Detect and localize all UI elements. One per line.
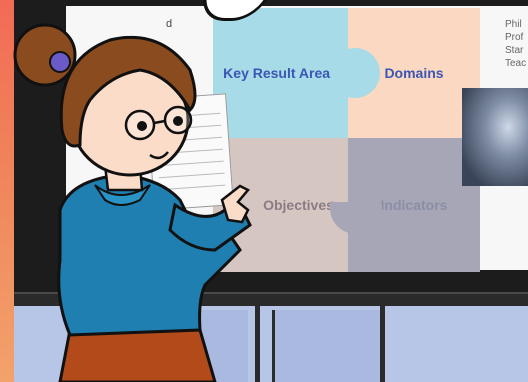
puzzle-knob	[330, 48, 380, 98]
blurred-photo	[462, 88, 528, 186]
glasses-bridge	[153, 119, 166, 125]
collar	[94, 184, 151, 206]
wall-panel	[272, 310, 385, 382]
orange-side-strip	[0, 0, 14, 382]
hair	[59, 35, 197, 148]
puzzle-knob	[322, 158, 348, 202]
shirt	[57, 173, 242, 337]
pointing-hand	[220, 184, 250, 224]
side-text-line: Star	[505, 45, 524, 56]
side-text-line: Teac	[505, 58, 527, 69]
puzzle-label-key-result-areas: Key Result Areas	[223, 65, 338, 81]
board-left-fragment: d	[166, 18, 173, 30]
hair-tie	[49, 51, 71, 73]
side-text-line: Phil	[505, 19, 522, 30]
board-side-text: Phil Prof Star Teac	[505, 18, 528, 70]
puzzle-piece-key-result-areas: Key Result Areas	[213, 8, 348, 138]
puzzle-piece-indicators: Indicators	[348, 138, 480, 272]
wall-divider	[255, 306, 260, 382]
eye-left	[137, 121, 147, 131]
wall-divider	[380, 306, 385, 382]
puzzle-label-indicators: Indicators	[380, 197, 448, 213]
mouth	[149, 151, 169, 160]
puzzle-label-objectives: Objectives	[263, 197, 334, 213]
skirt	[58, 328, 217, 382]
side-text-line: Prof	[505, 32, 524, 43]
eye-right	[173, 116, 183, 126]
puzzle-label-domains: Domains	[384, 65, 444, 81]
